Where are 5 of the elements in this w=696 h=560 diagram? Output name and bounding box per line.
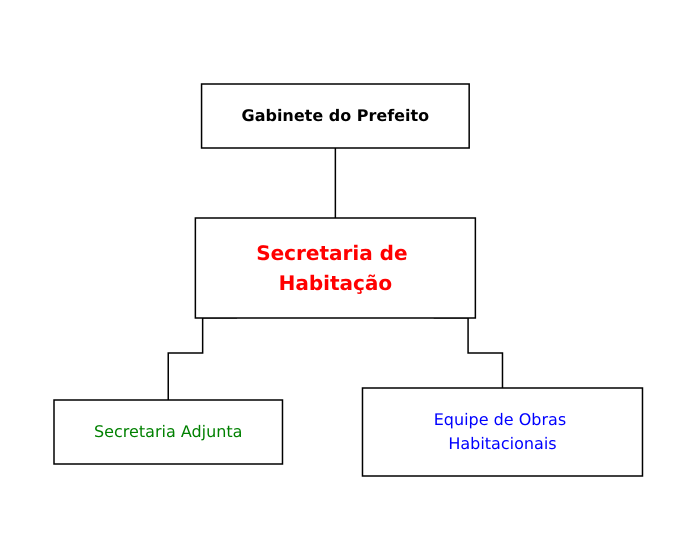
node-box: Gabinete do Prefeito (200, 83, 470, 149)
node-box: Equipe de Obras Habitacionais (361, 387, 643, 477)
connector (334, 147, 336, 219)
node-box: Secretaria de Habitação (194, 217, 476, 319)
node-box: Secretaria Adjunta (53, 399, 283, 465)
